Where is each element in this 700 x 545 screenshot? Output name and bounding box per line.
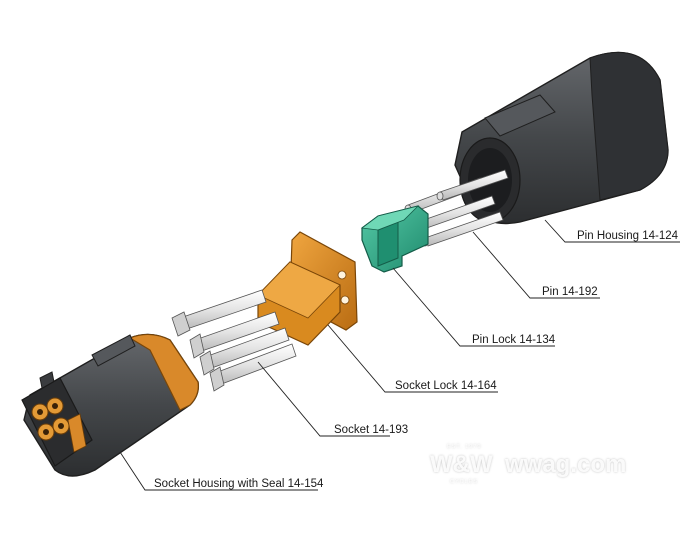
watermark-est: EST. 1979 [447,444,481,450]
label-pin: Pin 14-192 [542,286,598,298]
label-pin-housing: Pin Housing 14-124 [577,230,679,242]
leader-socket-lock [327,324,498,393]
socket-housing [21,333,200,477]
watermark-tag: CYCLES [450,479,478,485]
leader-pin-lock [392,267,555,347]
watermark-logo: W&W [430,451,493,478]
watermark: EST. 1979 W&W CYCLES wwag.com [430,444,626,485]
label-pin-lock: Pin Lock 14-134 [472,334,556,346]
label-socket-lock: Socket Lock 14-164 [395,380,497,392]
sockets [171,289,297,392]
leader-socket [257,361,390,437]
leader-lines [119,219,680,491]
leader-pin [472,231,600,299]
leader-pin-housing [544,219,680,243]
pin-lock [360,205,429,273]
label-socket: Socket 14-193 [334,424,408,436]
label-socket-housing: Socket Housing with Seal 14-154 [154,478,324,490]
leader-socket-housing [119,451,318,491]
watermark-site: wwag.com [504,451,626,478]
socket-lock [257,231,358,346]
